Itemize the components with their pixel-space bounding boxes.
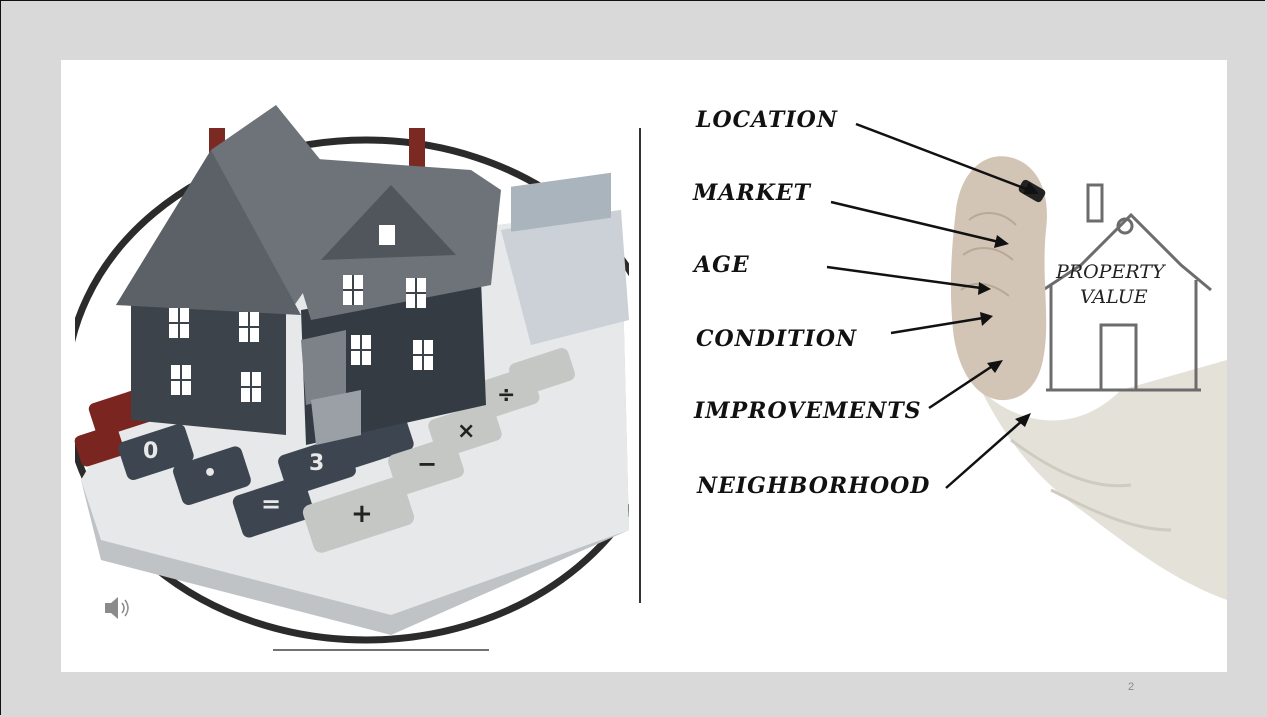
hand (950, 156, 1047, 401)
svg-text:3: 3 (309, 451, 324, 476)
svg-text:×: × (457, 419, 475, 444)
factor-market: MARKET (693, 180, 811, 206)
svg-text:0: 0 (143, 439, 158, 464)
factor-location: LOCATION (696, 107, 838, 133)
slide-number: 2 (1128, 681, 1135, 693)
svg-text:+: + (351, 499, 373, 529)
slide-canvas: 0 • = 3 + − × ÷ (61, 60, 1227, 672)
property-value-illustration: PROPERTY VALUE (826, 122, 1227, 600)
svg-text:÷: ÷ (497, 383, 515, 408)
house-sketch (1042, 183, 1212, 392)
house-sign-line1: PROPERTY (1055, 261, 1167, 283)
house-calculator-image: 0 • = 3 + − × ÷ (61, 60, 641, 672)
svg-text:•: • (203, 461, 217, 486)
factor-improvements: IMPROVEMENTS (694, 398, 922, 424)
calculator-keys: 0 • = 3 + − × ÷ (74, 348, 575, 553)
factor-age: AGE (694, 252, 750, 278)
photo-divider (639, 128, 641, 603)
house-sign-line2: VALUE (1080, 286, 1148, 308)
shirt-sleeve (981, 360, 1227, 600)
svg-text:−: − (417, 450, 437, 478)
speaker-icon[interactable] (105, 597, 129, 619)
factor-arrows (826, 122, 1039, 489)
factor-neighborhood: NEIGHBORHOOD (697, 473, 931, 499)
house-model (116, 105, 501, 445)
svg-text:=: = (261, 490, 281, 518)
factor-condition: CONDITION (696, 326, 858, 352)
